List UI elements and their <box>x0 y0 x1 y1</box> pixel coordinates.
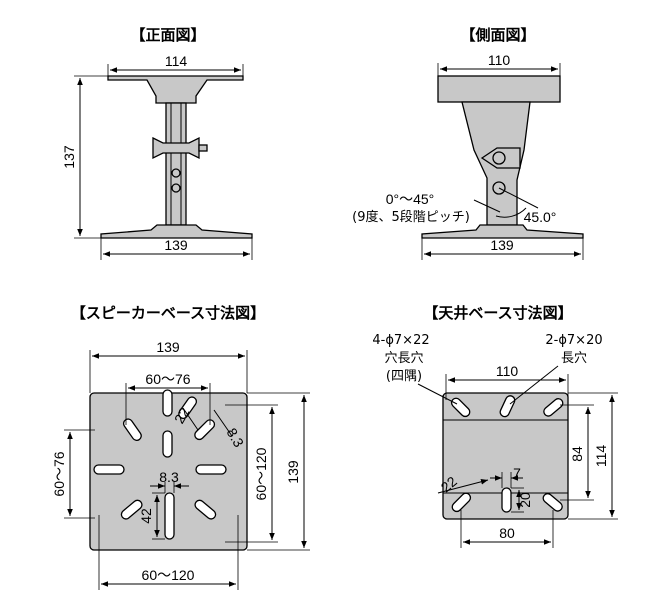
ceiling-base-title: 【天井ベース寸法図】 <box>423 304 572 322</box>
ceiling-dim-height: 114 <box>593 445 609 468</box>
speaker-dim-slot-top: 60～76 <box>145 371 190 387</box>
speaker-dim-height: 139 <box>285 460 301 484</box>
ceiling-slot-note-2: 長穴 <box>561 351 587 366</box>
ceiling-base-slots <box>450 395 564 513</box>
side-tilt-range: 0°～45° <box>386 191 435 207</box>
ceiling-slot-bl <box>451 492 472 513</box>
front-dim-height: 137 <box>61 145 77 169</box>
ceiling-base-plate <box>442 392 569 520</box>
front-top-bracket <box>107 75 244 104</box>
speaker-dim-center-len: 42 <box>138 508 154 524</box>
ceiling-slot-top-center <box>499 395 516 418</box>
slot-corner-br <box>194 499 217 520</box>
front-pivot-2 <box>171 183 181 193</box>
speaker-base-slots <box>93 389 227 540</box>
ceiling-dim-bottom: 80 <box>499 525 515 541</box>
front-dim-base: 139 <box>164 237 188 253</box>
ceiling-slot-note-1: 2-ϕ7×20 <box>545 333 602 348</box>
slot-upper-right <box>178 396 198 420</box>
speaker-dim-slot-w: 8.3 <box>159 469 179 485</box>
slot-corner-tr <box>194 419 216 441</box>
speaker-base-view: 【スピーカーベース寸法図】 139 60～76 60～7 <box>51 304 310 590</box>
slot-top <box>162 389 173 417</box>
slot-left <box>93 464 125 475</box>
ceiling-slot-tr <box>543 398 564 417</box>
slot-bottom-center <box>164 492 175 540</box>
side-tilt-step: (9度、5段階ピッチ) <box>352 209 470 225</box>
slot-mid-top <box>162 430 173 458</box>
front-column <box>165 102 187 226</box>
ceiling-base-view: 【天井ベース寸法図】 4-ϕ7×22 穴長穴 (四隅) 2-ϕ7×20 長穴 1… <box>372 304 618 548</box>
speaker-dim-width: 139 <box>156 339 180 355</box>
ceiling-dim-inner-h: 84 <box>569 446 585 462</box>
ceiling-slot-bottom-center <box>501 487 512 513</box>
front-view: 【正面図】 114 137 139 <box>61 26 253 260</box>
ceiling-slot-br <box>542 493 563 512</box>
ceiling-dim-slot-w: 7 <box>513 465 521 481</box>
ceiling-hole-note-3: (四隅) <box>386 369 422 384</box>
ceiling-dim-top: 110 <box>496 363 519 379</box>
front-view-title: 【正面図】 <box>130 26 205 44</box>
speaker-dim-slot-right: 60～120 <box>253 447 269 500</box>
ceiling-hole-note-2: 穴長穴 <box>384 351 423 366</box>
front-dim-top: 114 <box>165 53 188 69</box>
side-dim-top: 110 <box>488 52 511 68</box>
side-view-title: 【側面図】 <box>460 26 535 44</box>
slot-right <box>195 464 227 475</box>
side-knob-center <box>492 151 506 165</box>
speaker-dim-slot-bottom: 60～120 <box>142 567 195 583</box>
side-dim-base: 139 <box>490 237 514 253</box>
speaker-dim-slot-left: 60～76 <box>51 451 67 496</box>
ceiling-slot-tl <box>450 397 471 418</box>
speaker-base-title: 【スピーカーベース寸法図】 <box>71 304 265 322</box>
front-bolt <box>198 144 208 152</box>
ceiling-dim-slot-len: 20 <box>517 492 533 508</box>
front-wing-nut <box>152 136 200 160</box>
ceiling-hole-note-1: 4-ϕ7×22 <box>372 333 429 348</box>
slot-corner-bl <box>120 499 143 520</box>
side-top-plate <box>437 75 561 103</box>
front-pivot <box>171 168 181 178</box>
side-view: 【側面図】 110 0°～45° (9度、5段階ピッチ) 45.0° 139 <box>352 26 584 260</box>
speaker-dim-slot-len: 22 <box>171 405 193 427</box>
slot-corner-tl <box>122 418 142 442</box>
side-tilt-max: 45.0° <box>524 209 557 225</box>
